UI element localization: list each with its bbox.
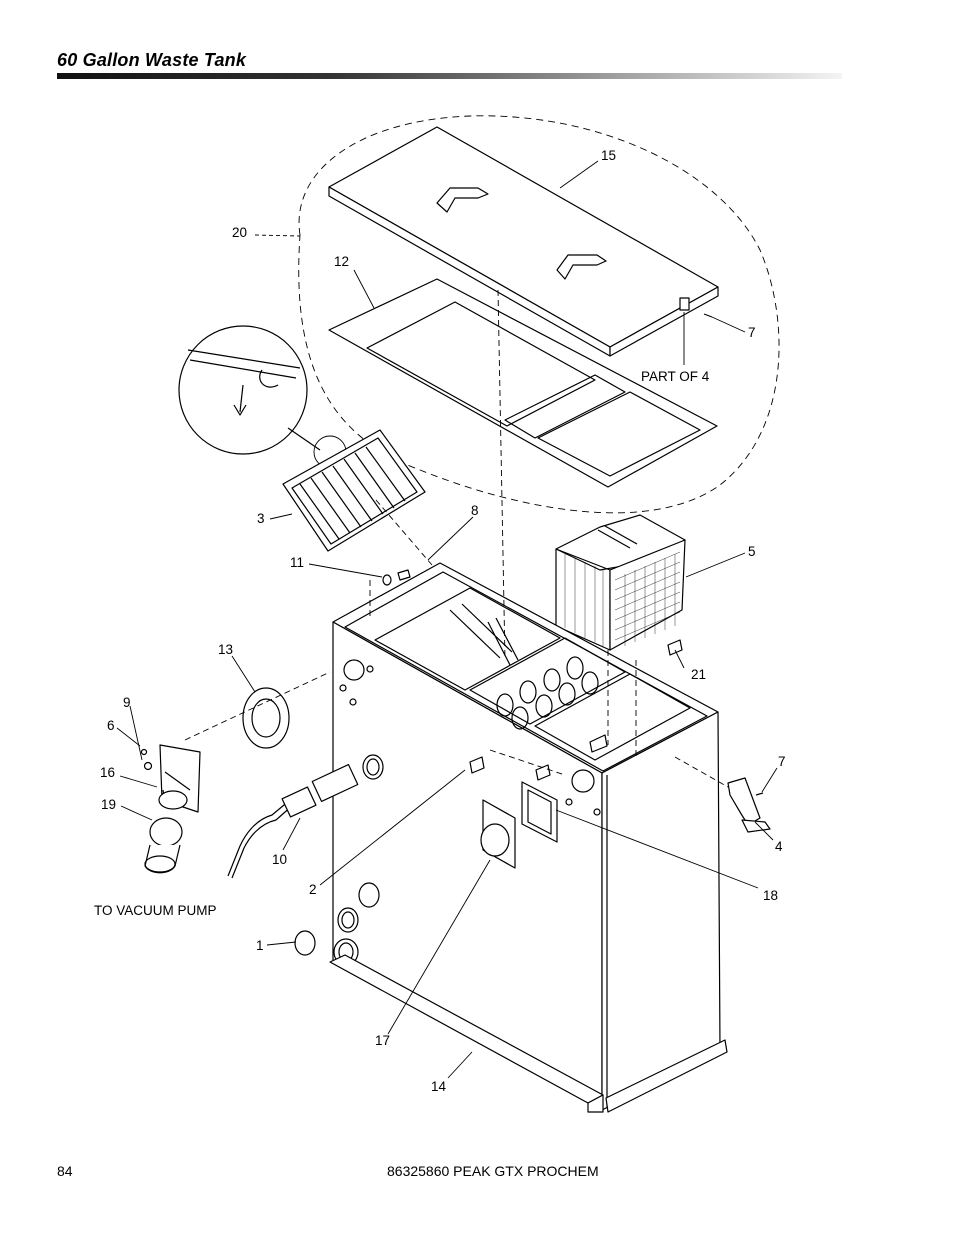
- gasket-frame: [328, 278, 718, 488]
- page-title: 60 Gallon Waste Tank: [57, 50, 247, 70]
- callout-14: 14: [431, 1079, 447, 1094]
- callout-6: 6: [107, 718, 115, 733]
- strainer-basket: [555, 514, 686, 651]
- callout-7-upper: 7: [748, 325, 756, 340]
- screw-8: [397, 569, 411, 581]
- grate-filter: [282, 429, 426, 552]
- hose-end: [144, 844, 181, 874]
- callout-11: 11: [290, 555, 304, 570]
- callout-19: 19: [101, 797, 116, 812]
- callout-12: 12: [334, 254, 349, 269]
- callout-1: 1: [256, 938, 264, 953]
- document-id: 86325860 PEAK GTX PROCHEM: [387, 1163, 599, 1179]
- lid: [328, 126, 719, 357]
- level-sensor: [227, 763, 359, 879]
- callout-7-lower: 7: [778, 754, 786, 769]
- tank-body: [294, 562, 721, 1111]
- detail-callout: [178, 325, 347, 469]
- callout-9: 9: [123, 695, 131, 710]
- callout-17: 17: [375, 1033, 390, 1048]
- assembly-lines: [184, 289, 729, 788]
- fitting-21: [667, 639, 683, 656]
- callout-8: 8: [471, 503, 479, 518]
- callout-5: 5: [748, 544, 756, 559]
- callout-20: 20: [232, 225, 247, 240]
- screw-7: [755, 792, 764, 796]
- callout-4: 4: [775, 839, 783, 854]
- callout-21: 21: [691, 667, 706, 682]
- callout-10: 10: [272, 852, 287, 867]
- inlet-nozzle: [140, 744, 201, 813]
- washer-11: [382, 574, 392, 586]
- flange-ring: [242, 687, 290, 749]
- callout-18: 18: [763, 888, 778, 903]
- callout-labels: 15 20 12 7 PART OF 4 3 8 5 11 13 21 9 6 …: [94, 148, 786, 1094]
- callout-to-vacuum-pump: TO VACUUM PUMP: [94, 903, 217, 918]
- header-rule: [57, 73, 842, 79]
- hose-coupling: [149, 817, 183, 847]
- callout-15: 15: [601, 148, 616, 163]
- base-skid: [329, 954, 728, 1113]
- callout-16: 16: [100, 765, 115, 780]
- lid-latch: [727, 777, 771, 833]
- callout-part-of-4: PART OF 4: [641, 369, 710, 384]
- leader-lines: [116, 160, 778, 1079]
- page-number: 84: [57, 1163, 73, 1179]
- callout-2: 2: [309, 882, 317, 897]
- callout-3: 3: [257, 511, 265, 526]
- callout-13: 13: [218, 642, 233, 657]
